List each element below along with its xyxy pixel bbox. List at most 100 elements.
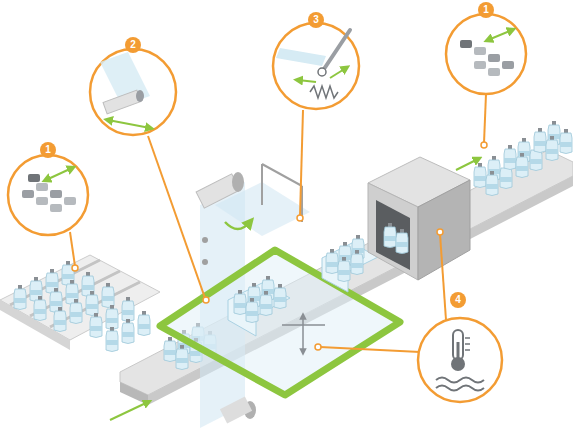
bottle xyxy=(90,313,102,338)
bottle xyxy=(384,223,396,248)
callout-circle xyxy=(418,318,502,402)
belt-module xyxy=(488,68,500,76)
belt-module xyxy=(22,190,34,198)
pivot xyxy=(318,68,326,76)
frame-rod xyxy=(261,164,263,205)
frame-rod xyxy=(262,164,302,186)
bottle xyxy=(560,129,572,154)
callout-number: 2 xyxy=(130,40,136,50)
belt-module xyxy=(36,183,48,191)
bottle xyxy=(70,299,82,324)
film-roll-end xyxy=(232,172,244,192)
bottle xyxy=(274,284,286,309)
thermometer-symbol xyxy=(453,330,463,360)
tunnel-opening xyxy=(376,200,410,270)
callout-circle xyxy=(8,155,88,235)
flow-arrow xyxy=(456,159,478,170)
bottle xyxy=(106,305,118,330)
bottle xyxy=(14,285,26,310)
thermometer-tick xyxy=(465,343,470,345)
bottle xyxy=(106,327,118,352)
leader-line xyxy=(70,232,75,266)
leader-line xyxy=(484,94,486,143)
belt-module xyxy=(36,197,48,205)
leader-line xyxy=(440,234,446,320)
film-sheet xyxy=(276,48,326,66)
leader-end xyxy=(481,142,487,148)
bottle xyxy=(234,290,246,315)
belt-module xyxy=(460,40,472,48)
belt-module xyxy=(64,197,76,205)
motion-arrow xyxy=(46,168,72,180)
bottle xyxy=(164,337,176,362)
bottle xyxy=(86,291,98,316)
belt-module xyxy=(50,204,62,212)
belt-module xyxy=(502,61,514,69)
bottle xyxy=(122,319,134,344)
leader-end xyxy=(297,215,303,221)
bottle xyxy=(516,153,528,178)
heat-wave xyxy=(436,386,484,391)
spring-symbol xyxy=(310,86,338,98)
leader-end xyxy=(72,265,78,271)
conveyor-end xyxy=(120,382,148,405)
callout-number: 1 xyxy=(483,5,489,15)
bottle xyxy=(351,250,363,275)
callout-circle xyxy=(90,49,176,135)
tunnel-front xyxy=(368,183,418,280)
film-roll xyxy=(103,90,141,114)
motion-arrow xyxy=(488,30,512,40)
leader-end xyxy=(203,297,209,303)
callout-disc xyxy=(450,292,466,308)
leader-line xyxy=(320,347,420,352)
bottle xyxy=(474,163,486,188)
callout-circle xyxy=(446,14,526,94)
callout-disc xyxy=(125,37,141,53)
callout-circle xyxy=(273,23,359,109)
bottle xyxy=(122,297,134,322)
callout-disc xyxy=(478,2,494,18)
bottle xyxy=(486,171,498,196)
bottle xyxy=(396,229,408,254)
bottle xyxy=(504,145,516,170)
callout-disc xyxy=(308,12,324,28)
belt-module xyxy=(488,54,500,62)
tunnel-side xyxy=(418,180,470,280)
heat-wave xyxy=(436,378,484,383)
motion-arrow xyxy=(108,120,150,128)
bottle xyxy=(176,345,188,370)
leader-line xyxy=(300,110,303,216)
belt-module xyxy=(50,190,62,198)
sealing-bar xyxy=(282,324,325,326)
belt-module xyxy=(28,174,40,182)
bottle xyxy=(260,291,272,316)
conveyor-belt xyxy=(120,150,573,395)
leader-end xyxy=(315,344,321,350)
infeed-table xyxy=(0,255,160,340)
bottle xyxy=(34,296,46,321)
bottle xyxy=(338,257,350,282)
bottle xyxy=(534,128,546,153)
film-roll-end xyxy=(136,90,144,102)
bottle xyxy=(546,136,558,161)
film-wrap xyxy=(228,283,290,336)
thermometer-tick xyxy=(465,349,470,351)
flow-arrow xyxy=(110,402,148,420)
belt-module xyxy=(474,61,486,69)
guide-roller xyxy=(202,259,208,265)
callout-number: 4 xyxy=(455,295,461,305)
thermometer-column xyxy=(457,342,460,360)
film-roll xyxy=(220,397,252,424)
callout-disc xyxy=(40,142,56,158)
bottle xyxy=(138,311,150,336)
leader-end xyxy=(437,229,443,235)
bottle xyxy=(54,307,66,332)
rotation-arrow xyxy=(225,222,250,229)
cutting-bar xyxy=(322,30,350,72)
belt-module xyxy=(474,47,486,55)
callout-number: 3 xyxy=(313,15,319,25)
bottle xyxy=(246,298,258,323)
